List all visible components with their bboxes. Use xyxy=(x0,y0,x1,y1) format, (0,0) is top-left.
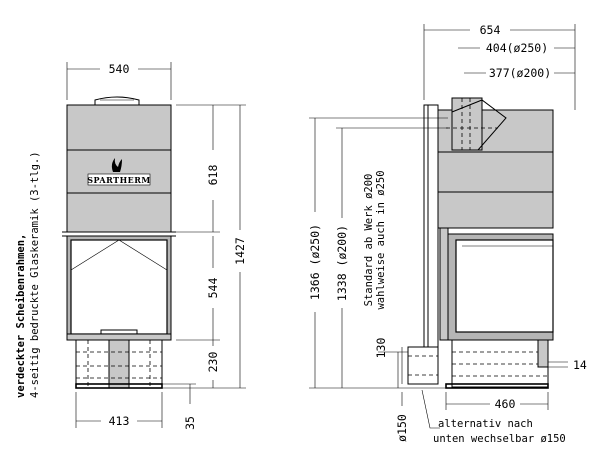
dim-1338: 1338 (ø200) xyxy=(335,225,349,301)
side-bottom-outlet xyxy=(407,346,439,385)
front-flue-collar xyxy=(94,96,140,105)
dim-150: ø150 xyxy=(395,414,409,442)
alt-line-2: unten wechselbar ø150 xyxy=(433,433,566,445)
dim-618: 618 xyxy=(206,165,220,186)
dim-404: 404(ø250) xyxy=(486,41,548,55)
front-view: SPARTHERM xyxy=(62,96,176,389)
front-dimensions: 540 618 544 230 1427 413 35 xyxy=(66,62,247,430)
dim-413: 413 xyxy=(109,414,130,428)
spartherm-logo: SPARTHERM xyxy=(87,158,151,186)
dim-1366: 1366 (ø250) xyxy=(308,224,322,300)
dim-230: 230 xyxy=(206,352,220,373)
side-back-frame xyxy=(423,104,439,348)
standard-line-2: wahlweise auch in ø250 xyxy=(375,170,387,309)
side-view xyxy=(407,97,554,389)
note-line-2: 4-seitig bedruckte Glaskeramik (3-tlg.) xyxy=(29,151,41,398)
note-line-1: verdeckter Scheibenrahmen, xyxy=(15,234,27,398)
standard-line-1: Standard ab Werk ø200 xyxy=(363,174,375,307)
dim-460: 460 xyxy=(495,397,516,411)
dim-1427: 1427 xyxy=(233,237,247,265)
side-base xyxy=(451,339,549,388)
dim-544: 544 xyxy=(206,278,220,299)
logo-text: SPARTHERM xyxy=(87,175,151,185)
dim-540: 540 xyxy=(109,62,130,76)
dim-654: 654 xyxy=(480,23,501,37)
alt-line-1: alternativ nach xyxy=(438,418,533,430)
side-flue xyxy=(446,97,507,151)
dim-14: 14 xyxy=(573,358,587,372)
front-glass xyxy=(70,239,168,335)
side-dimensions: 654 404(ø250) 377(ø200) 1366 (ø250) 1338… xyxy=(308,23,587,445)
side-glass xyxy=(455,239,554,333)
dim-130: 130 xyxy=(374,338,388,359)
dim-35: 35 xyxy=(183,416,197,430)
glass-note: verdeckter Scheibenrahmen, 4-seitig bedr… xyxy=(15,151,41,398)
dim-377: 377(ø200) xyxy=(489,66,551,80)
